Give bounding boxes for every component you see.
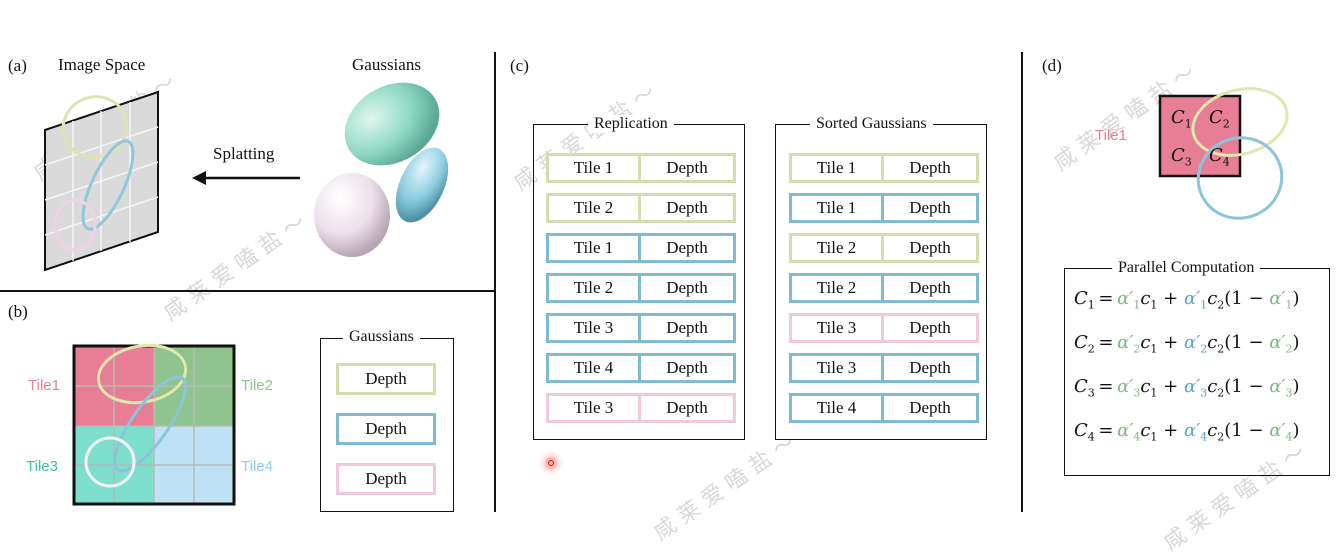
replication-row: Tile 1 Depth [546,153,736,183]
equation-c4: C4 = α′4c1 + α′4c2(1 − α′4) [1074,420,1300,444]
cell-c4: C4 [1209,145,1230,169]
legend-depth-pink: Depth [336,463,436,495]
sorted-gaussians-title: Sorted Gaussians [810,115,933,133]
sorted-tile-cell: Tile 1 [792,196,884,220]
replication-depth-cell: Depth [666,198,708,217]
equation-c1: C1 = α′1c1 + α′1c2(1 − α′1) [1074,288,1300,312]
sorted-tile-cell: Tile 3 [792,316,884,340]
replication-depth-cell: Depth [666,398,708,417]
replication-depth-cell: Depth [666,158,708,177]
gaussians-legend-title: Gaussians [343,328,420,346]
sorted-depth-cell: Depth [909,318,951,337]
tile1-pixel-grid [1158,87,1289,220]
sorted-row: Tile 3 Depth [789,313,979,343]
replication-tile-cell: Tile 2 [549,276,641,300]
replication-tile-cell: Tile 3 [549,316,641,340]
watermark: 咸 莱 爱 嗑 盐 ～ [649,429,801,547]
replication-depth-cell: Depth [666,278,708,297]
sorted-row: Tile 1 Depth [789,193,979,223]
divider-horizontal [0,290,494,292]
replication-tile-cell: Tile 4 [549,356,641,380]
replication-row: Tile 2 Depth [546,193,736,223]
tile4-label: Tile4 [241,458,273,475]
replication-title: Replication [588,115,674,133]
equation-c2: C2 = α′2c1 + α′2c2(1 − α′2) [1074,332,1300,356]
sorted-tile-cell: Tile 2 [792,276,884,300]
replication-row: Tile 4 Depth [546,353,736,383]
sorted-depth-cell: Depth [909,278,951,297]
replication-tile-cell: Tile 1 [549,156,641,180]
tile1-label: Tile1 [28,377,60,394]
panel-c-label: (c) [510,56,529,75]
replication-row: Tile 1 Depth [546,233,736,263]
image-space-plane [44,90,159,272]
divider-vertical-2 [1021,52,1023,512]
equation-c3: C3 = α′3c1 + α′3c2(1 − α′3) [1074,376,1300,400]
sorted-row: Tile 2 Depth [789,233,979,263]
tile1-label-d: Tile1 [1095,127,1127,144]
gaussians-title: Gaussians [352,55,421,74]
cursor-indicator [545,457,557,469]
sorted-tile-cell: Tile 3 [792,356,884,380]
cell-c2: C2 [1209,107,1230,131]
sorted-row: Tile 2 Depth [789,273,979,303]
replication-tile-cell: Tile 2 [549,196,641,220]
panel-d-label: (d) [1042,56,1062,75]
gaussian-ellipsoids [314,82,449,257]
cell-c3: C3 [1171,145,1192,169]
legend-depth-yellow: Depth [336,363,436,395]
splatting-arrow [192,171,300,185]
sorted-depth-cell: Depth [909,158,951,177]
panel-a-label: (a) [8,56,27,75]
legend-depth-blue: Depth [336,413,436,445]
image-space-title: Image Space [58,55,146,74]
divider-vertical-1 [494,52,496,512]
replication-row: Tile 3 Depth [546,313,736,343]
sorted-depth-cell: Depth [909,238,951,257]
watermark: 咸 莱 爱 嗑 盐 ～ [159,209,311,327]
replication-row: Tile 2 Depth [546,273,736,303]
parallel-computation-title: Parallel Computation [1112,259,1261,277]
sorted-depth-cell: Depth [909,358,951,377]
sorted-tile-cell: Tile 1 [792,156,884,180]
splatting-label: Splatting [213,144,275,163]
replication-tile-cell: Tile 3 [549,396,641,420]
cell-c1: C1 [1171,107,1192,131]
panel-b-label: (b) [8,302,28,321]
sorted-depth-cell: Depth [909,198,951,217]
replication-depth-cell: Depth [666,358,708,377]
sorted-tile-cell: Tile 4 [792,396,884,420]
replication-depth-cell: Depth [666,238,708,257]
sorted-row: Tile 1 Depth [789,153,979,183]
tile3-label: Tile3 [26,458,58,475]
sorted-depth-cell: Depth [909,398,951,417]
sorted-tile-cell: Tile 2 [792,236,884,260]
replication-tile-cell: Tile 1 [549,236,641,260]
replication-depth-cell: Depth [666,318,708,337]
tile-grid [72,344,236,506]
replication-row: Tile 3 Depth [546,393,736,423]
tile2-label: Tile2 [241,377,273,394]
sorted-row: Tile 3 Depth [789,353,979,383]
sorted-row: Tile 4 Depth [789,393,979,423]
